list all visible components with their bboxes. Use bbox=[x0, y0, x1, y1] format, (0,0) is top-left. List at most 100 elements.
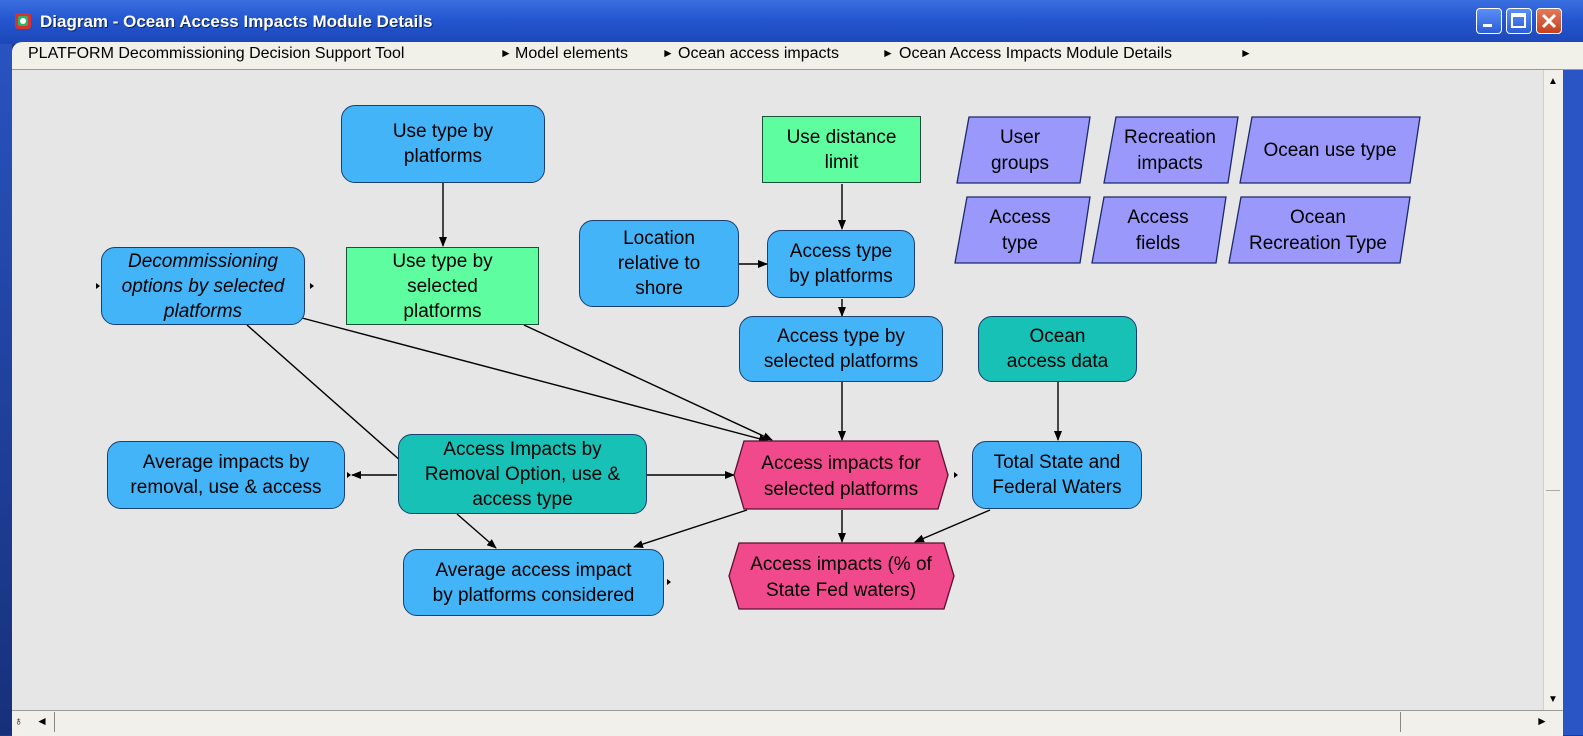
node-label: selected bbox=[407, 275, 478, 297]
breadcrumb-arrow-icon: ► bbox=[882, 46, 894, 60]
access-impacts-for-selected-label: Access impacts for bbox=[761, 453, 921, 474]
node-label: platforms bbox=[163, 300, 243, 322]
node-label: Decommissioning bbox=[128, 250, 278, 272]
window-title: Diagram - Ocean Access Impacts Module De… bbox=[40, 12, 433, 31]
node-label: Access Impacts by bbox=[443, 438, 602, 460]
node-ocean-access-data[interactable]: Ocean access data bbox=[978, 316, 1137, 382]
node-label: Use type by bbox=[392, 250, 493, 272]
node-access-impacts-by-removal[interactable]: Access Impacts by Removal Option, use & ac… bbox=[398, 434, 647, 514]
node-access-type-by-platforms[interactable]: Access type by platforms bbox=[767, 230, 915, 298]
node-user-groups[interactable] bbox=[956, 116, 1091, 184]
maximize-button[interactable] bbox=[1506, 8, 1532, 34]
maximize-icon bbox=[1511, 13, 1526, 28]
access-impacts-percent-label: State Fed waters) bbox=[766, 580, 916, 601]
ocean-use-type-label: Ocean use type bbox=[1263, 140, 1396, 161]
node-use-type-by-selected-platforms[interactable]: Use type by selected platforms bbox=[346, 247, 539, 325]
node-label: Average access impact bbox=[435, 559, 632, 581]
node-label: platforms bbox=[403, 146, 483, 167]
breadcrumb-arrow-icon: ► bbox=[500, 46, 512, 60]
node-label: Removal Option, use & bbox=[424, 463, 621, 485]
minimize-icon bbox=[1483, 24, 1492, 27]
purple-index-nodes: User groups Recreation impacts Ocean use… bbox=[954, 116, 1421, 264]
breadcrumb-item-ocean-access-impacts[interactable]: Ocean access impacts bbox=[678, 45, 839, 62]
node-label: limit bbox=[824, 151, 859, 173]
marker-icon bbox=[310, 283, 314, 289]
arrow-decom-to-access bbox=[301, 317, 769, 443]
node-ocean-recreation-type[interactable] bbox=[1228, 196, 1411, 264]
close-icon bbox=[1541, 13, 1557, 29]
node-access-impacts-for-selected[interactable] bbox=[733, 440, 949, 510]
arrow-usetype-to-access bbox=[523, 324, 773, 441]
scroll-right-icon[interactable]: ► bbox=[1536, 714, 1548, 728]
user-groups-label: groups bbox=[991, 153, 1049, 174]
node-decommissioning-options[interactable]: Decommissioning options by selected platfo… bbox=[101, 247, 305, 325]
ocean-recreation-type-label: Ocean bbox=[1290, 207, 1346, 228]
node-use-distance-limit[interactable]: Use distance limit bbox=[762, 116, 921, 183]
scroll-up-icon[interactable]: ▲ bbox=[1548, 76, 1558, 87]
node-access-type[interactable] bbox=[954, 196, 1091, 264]
node-label: Use distance bbox=[786, 126, 897, 148]
connector-lines bbox=[246, 183, 1062, 549]
recreation-impacts-label: impacts bbox=[1137, 153, 1202, 174]
node-label: by platforms bbox=[789, 266, 893, 287]
node-access-impacts-percent[interactable] bbox=[728, 542, 955, 610]
marker-icon bbox=[347, 472, 351, 478]
breadcrumb-root[interactable]: PLATFORM Decommissioning Decision Suppor… bbox=[28, 45, 405, 62]
node-average-access-impact[interactable]: Average access impact by platforms consid… bbox=[403, 549, 664, 616]
node-label: Average impacts by bbox=[142, 452, 310, 473]
horizontal-scrollbar[interactable] bbox=[12, 710, 1563, 736]
user-groups-label: User bbox=[1000, 127, 1041, 148]
node-label: options by selected bbox=[121, 275, 285, 297]
access-fields-label: Access bbox=[1127, 207, 1188, 228]
recreation-impacts-label: Recreation bbox=[1124, 127, 1216, 148]
access-impacts-percent-label: Access impacts (% of bbox=[750, 554, 932, 575]
node-use-type-by-platforms[interactable]: Use type by platforms bbox=[341, 105, 545, 183]
node-label: by platforms considered bbox=[432, 584, 635, 606]
access-impacts-for-selected-label: selected platforms bbox=[764, 479, 918, 500]
window-titlebar[interactable]: Diagram - Ocean Access Impacts Module De… bbox=[0, 0, 1583, 44]
close-button[interactable] bbox=[1536, 8, 1562, 34]
node-average-impacts[interactable]: Average impacts by removal, use & access bbox=[107, 441, 345, 509]
node-label: Access type bbox=[789, 241, 893, 262]
scroll-down-icon[interactable]: ▼ bbox=[1548, 694, 1558, 705]
node-label: removal, use & access bbox=[130, 477, 322, 498]
vertical-scroll-thumb[interactable] bbox=[1546, 490, 1560, 509]
scroll-left-icon[interactable]: ◄ bbox=[36, 714, 48, 728]
marker-icon bbox=[667, 579, 671, 585]
node-access-fields[interactable] bbox=[1091, 196, 1227, 264]
pink-objective-nodes: Access impacts for selected platforms Ac… bbox=[728, 440, 955, 610]
marker-icon bbox=[954, 472, 958, 478]
arrow-removal-to-avg-access bbox=[456, 513, 497, 549]
access-type-label: Access bbox=[989, 207, 1050, 228]
access-type-label: type bbox=[1002, 233, 1038, 254]
arrow-access-to-avg-access bbox=[633, 509, 748, 549]
breadcrumb-item-module-details[interactable]: Ocean Access Impacts Module Details bbox=[899, 45, 1173, 62]
node-label: access data bbox=[1006, 351, 1109, 372]
minimize-button[interactable] bbox=[1476, 8, 1502, 34]
node-label: Total State and bbox=[993, 452, 1121, 473]
node-recreation-impacts[interactable] bbox=[1103, 116, 1239, 184]
vertical-scrollbar[interactable] bbox=[1543, 70, 1564, 710]
ocean-recreation-type-label: Recreation Type bbox=[1249, 233, 1387, 254]
marker-icon bbox=[96, 283, 100, 289]
node-ocean-use-type[interactable] bbox=[1239, 116, 1421, 184]
node-label: Ocean bbox=[1029, 326, 1086, 347]
breadcrumb-arrow-icon: ► bbox=[662, 46, 674, 60]
horizontal-scroll-thumb[interactable] bbox=[54, 712, 1401, 732]
cursor-tool-icon[interactable]: ♁ bbox=[14, 714, 23, 728]
node-label: Location bbox=[623, 228, 695, 249]
breadcrumb-item-model-elements[interactable]: Model elements bbox=[515, 45, 628, 62]
diagram-canvas[interactable]: User groups Recreation impacts Ocean use… bbox=[12, 70, 1543, 710]
arrow-total-to-percent bbox=[914, 509, 991, 543]
node-label: Access type by bbox=[777, 326, 905, 347]
breadcrumb: PLATFORM Decommissioning Decision Suppor… bbox=[12, 42, 1583, 70]
node-label: platforms bbox=[403, 300, 482, 322]
node-label: Use type by bbox=[392, 121, 494, 142]
line-decom-to-removal bbox=[246, 324, 403, 463]
node-label: access type bbox=[472, 488, 573, 510]
access-fields-label: fields bbox=[1136, 233, 1180, 254]
breadcrumb-arrow-icon[interactable]: ► bbox=[1240, 46, 1252, 60]
